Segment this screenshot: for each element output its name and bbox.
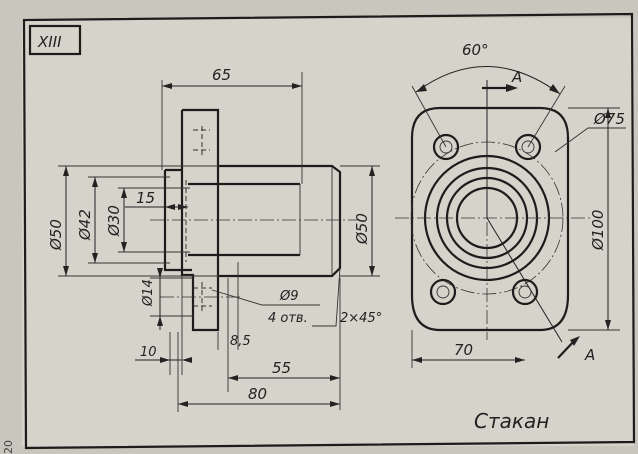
sheet-frame: [22, 12, 636, 450]
arrow-50r-top: [369, 166, 375, 176]
dim-d42: Ø42: [76, 209, 94, 241]
dim-hole-count: 4 отв.: [268, 311, 308, 326]
angle-arrow-right: [549, 84, 560, 94]
sheet-label-box: [28, 24, 82, 56]
section-mark-top: A: [511, 68, 522, 86]
angle-ext-left: [411, 85, 447, 148]
arrow-30-top: [121, 188, 127, 198]
dim-d14: Ø14: [141, 279, 156, 307]
arrow-100-bottom: [605, 320, 611, 330]
bolt-hole-bottom-left: [429, 278, 457, 306]
bolt-hole-top-left: [432, 133, 460, 161]
dim-angle: 60°: [462, 41, 489, 59]
front-view: 65 15 Ø50 Ø42 Ø30 Ø50: [47, 66, 382, 412]
dim-d75: Ø75: [593, 110, 625, 128]
section-arrowhead-top: [506, 84, 518, 92]
bolt-hole-bottom-left-inner: [436, 285, 450, 299]
arrow-70-right: [515, 357, 525, 363]
dim-8-5: 8,5: [230, 334, 251, 349]
arrow-14-bottom: [157, 316, 163, 326]
arrow-55-left: [228, 375, 238, 381]
dim-80: 80: [248, 385, 267, 403]
arrow-65-right: [292, 83, 302, 89]
flange-outline: [180, 108, 220, 332]
sheet-label: XIII: [37, 33, 62, 51]
drawing-title: Стакан: [474, 409, 549, 433]
dim-55: 55: [272, 359, 291, 377]
dim-15: 15: [136, 189, 155, 207]
arrow-50r-bottom: [369, 266, 375, 276]
arrow-15-left: [165, 204, 175, 210]
arrow-100-top: [605, 108, 611, 118]
flange-plate: [410, 106, 570, 332]
arrow-50l-top: [63, 166, 69, 176]
arrow-42-bottom: [92, 253, 98, 263]
dim-hole-dia: Ø9: [279, 289, 299, 304]
arrow-14-top: [157, 268, 163, 278]
arrow-10-left: [160, 357, 170, 363]
bolt-hole-top-right-inner: [521, 140, 535, 154]
dim-10: 10: [140, 345, 157, 360]
arrow-70-left: [412, 357, 422, 363]
dim-chamfer: 2×45°: [340, 311, 382, 326]
arrow-30-bottom: [121, 242, 127, 252]
arrow-65-left: [162, 83, 172, 89]
side-view: A A 60° Ø75 Ø100 70: [395, 41, 626, 368]
arrow-10-right: [182, 357, 192, 363]
arrow-42-top: [92, 177, 98, 187]
arrow-50l-bottom: [63, 266, 69, 276]
bore-left: [163, 170, 192, 272]
angle-arc: [415, 66, 561, 95]
leader-hole: [211, 289, 320, 306]
bolt-hole-bottom-right-inner: [518, 285, 532, 299]
bolt-hole-top-right: [514, 133, 542, 161]
angle-arrow-left: [416, 84, 427, 92]
dim-70: 70: [454, 341, 473, 359]
dim-d50-left: Ø50: [47, 219, 65, 251]
dim-d50-right: Ø50: [353, 213, 371, 245]
arrow-15-right: [178, 204, 188, 210]
bolt-hole-top-left-inner: [439, 140, 453, 154]
arrow-80-left: [178, 401, 188, 407]
leader-d75: [554, 127, 626, 153]
arrow-80-right: [330, 401, 340, 407]
dim-d100: Ø100: [589, 210, 607, 251]
dim-d30: Ø30: [105, 205, 123, 237]
section-arrowhead-bottom: [570, 336, 580, 346]
section-line-lower: [486, 217, 563, 343]
angle-ext-right: [527, 85, 566, 148]
arrow-55-right: [330, 375, 340, 381]
leader-chamfer: [312, 267, 341, 327]
page-number: 20: [2, 440, 15, 454]
section-mark-bottom: A: [584, 346, 595, 364]
dim-65: 65: [212, 66, 231, 84]
